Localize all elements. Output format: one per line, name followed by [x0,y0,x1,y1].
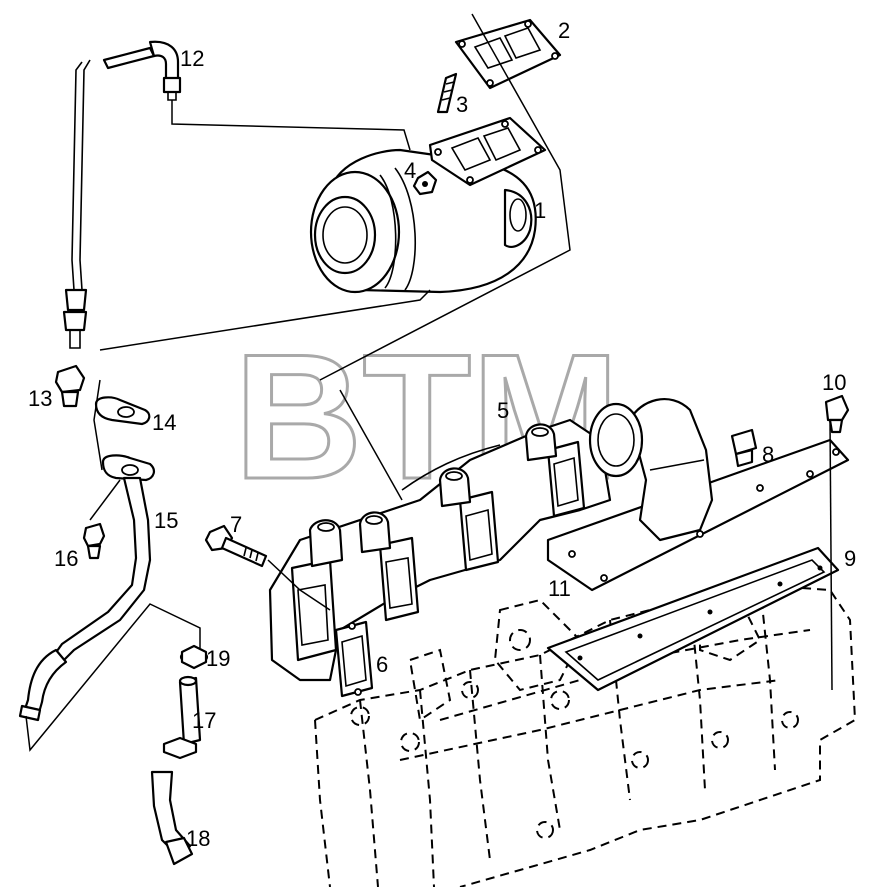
callout-6: 6 [376,652,388,677]
oil-return-gasket [94,396,151,426]
callout-3: 3 [456,92,468,117]
stud [436,72,458,114]
flange-bolt [82,522,106,560]
callout-10: 10 [822,370,846,395]
hose-clamp [179,644,209,670]
manifold-gasket [334,620,374,698]
callout-8: 8 [762,442,774,467]
callout-1: 1 [534,198,546,223]
callout-14: 14 [152,410,176,435]
return-tube [150,770,194,866]
callout-17: 17 [192,708,216,733]
callout-15: 15 [154,508,178,533]
plug [730,428,758,468]
leader-lines [25,13,833,752]
callout-7: 7 [230,512,242,537]
nut [412,170,438,196]
turbo-outlet-flange [428,116,547,187]
callout-18: 18 [186,826,210,851]
engine-block-outline [314,583,857,887]
callout-2: 2 [558,18,570,43]
intake-cover-gasket [546,546,840,692]
callout-12: 12 [180,46,204,71]
callout-19: 19 [206,646,230,671]
hose-clamp-lower [162,736,198,760]
callout-4: 4 [404,158,416,183]
callout-labels: 1 2 3 4 5 6 7 8 9 10 11 12 13 14 15 16 1… [28,18,856,851]
callout-9: 9 [844,546,856,571]
turbocharger [309,148,537,294]
oil-return-pipe [18,476,152,722]
exhaust-manifold [268,418,612,682]
cover-bolt [824,394,850,434]
oil-feed-pipe [62,40,182,349]
callout-16: 16 [54,546,78,571]
hose [178,675,202,746]
banjo-bolt [54,364,86,408]
callout-13: 13 [28,386,52,411]
turbo-gasket [454,18,562,90]
callout-11: 11 [548,576,571,601]
callout-5: 5 [497,398,509,423]
manifold-bolt [204,524,268,568]
oil-return-flange [101,454,156,482]
intake-elbow [588,398,714,542]
